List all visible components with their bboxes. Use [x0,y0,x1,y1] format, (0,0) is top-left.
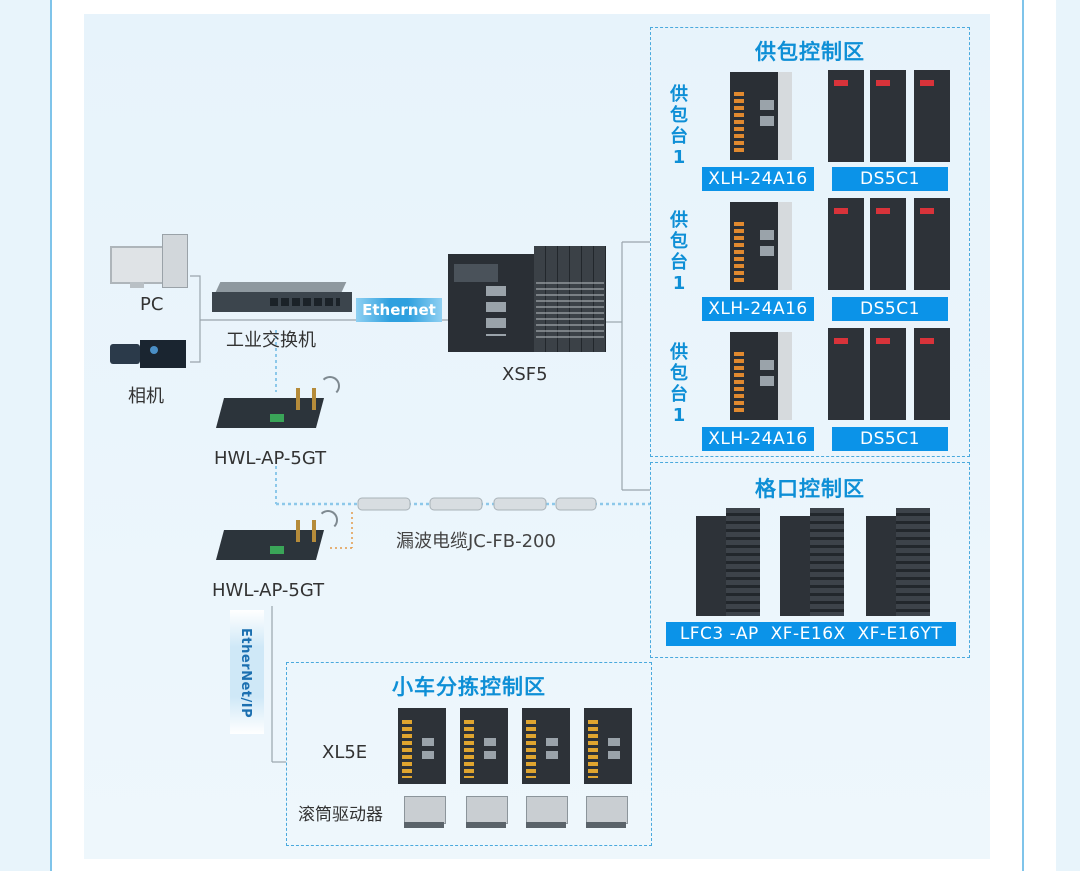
feeding-station-label: 供包台1 [670,342,688,426]
grid-zone-title: 格口控制区 [755,477,865,501]
roller-driver-icon [404,796,446,830]
ds5c1-servo-icon [828,328,952,420]
xl5e-plc-icon [398,708,446,784]
roller-driver-icon [586,796,628,830]
ethernet-badge: Ethernet [356,298,442,322]
feeding-station-label: 供包台1 [670,84,688,168]
ap-bottom-icon [215,510,340,566]
xlh-tag: XLH-24A16 [702,427,814,451]
ds5c1-tag: DS5C1 [832,427,948,451]
roller-driver-icon [526,796,568,830]
left-page-margin [0,0,52,871]
left-border-line [50,0,52,871]
grid-modules-tag: LFC3 -AP XF-E16X XF-E16YT [666,622,956,646]
roller-driver-icon [466,796,508,830]
xf-e16x-module-icon [780,508,844,616]
lfc3-ap-module-icon [696,508,760,616]
cart-zone-title: 小车分拣控制区 [392,675,546,699]
camera-icon [110,338,188,368]
feeding-station-label: 供包台1 [670,210,688,294]
grid-control-zone: 格口控制区 [650,462,970,658]
feeding-control-zone: 供包控制区 [650,27,970,457]
ethernet-ip-text: EtherNet/IP [238,628,253,719]
switch-icon [210,282,352,316]
xl5e-plc-icon [460,708,508,784]
xsf5-plc-icon [448,246,606,352]
xlh-plc-icon [730,72,792,160]
pc-label: PC [140,294,164,315]
xl5e-plc-icon [584,708,632,784]
xsf5-label: XSF5 [502,364,548,385]
cable-label: 漏波电缆JC-FB-200 [396,531,556,552]
xlh-tag: XLH-24A16 [702,167,814,191]
cart-sorting-zone: 小车分拣控制区 [286,662,652,846]
ap-top-label: HWL-AP-5GT [214,448,327,469]
xl5e-plc-icon [522,708,570,784]
ds5c1-servo-icon [828,70,952,162]
roller-driver-label: 滚筒驱动器 [298,805,383,825]
feeding-zone-title: 供包控制区 [755,40,865,64]
ds5c1-tag: DS5C1 [832,167,948,191]
right-page-margin [1056,0,1080,871]
ap-top-icon [215,376,340,434]
xlh-plc-icon [730,202,792,290]
switch-label: 工业交换机 [226,330,316,351]
right-border-line [1022,0,1024,871]
xlh-tag: XLH-24A16 [702,297,814,321]
leaky-cable [357,497,597,511]
pc-icon [108,232,188,288]
ap-bottom-label: HWL-AP-5GT [212,580,325,601]
ds5c1-tag: DS5C1 [832,297,948,321]
camera-label: 相机 [128,386,164,407]
ds5c1-servo-icon [828,198,952,290]
xlh-plc-icon [730,332,792,420]
xf-e16yt-module-icon [866,508,930,616]
ethernet-ip-badge: EtherNet/IP [230,610,264,734]
xl5e-label: XL5E [322,742,368,763]
